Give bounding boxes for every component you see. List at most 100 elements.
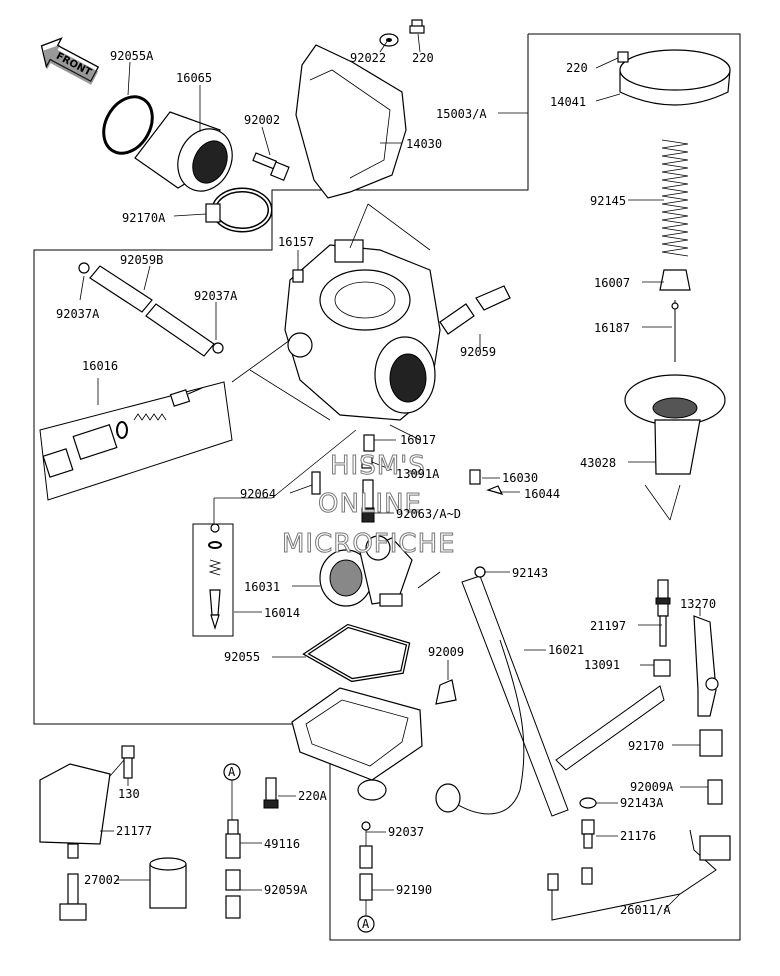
- throttle-valve: [319, 535, 441, 607]
- throttle-cable: [435, 566, 569, 817]
- watermark-line-3: MICROFICHE: [282, 529, 456, 559]
- part-label-14041: 14041: [550, 95, 586, 109]
- part-label-16031: 16031: [244, 580, 280, 594]
- bracket-13270: [693, 615, 719, 717]
- clip-92170: [699, 729, 723, 757]
- tube-92190: [359, 845, 373, 901]
- screw-92009: [435, 679, 457, 705]
- part-label-16044: 16044: [524, 487, 560, 501]
- watermark: HISM'S ONLINE MICROFICHE: [282, 451, 456, 560]
- pipe-right: [439, 285, 511, 335]
- watermark-line-2: ONLINE: [318, 489, 422, 519]
- assembly-border: [33, 33, 741, 941]
- tube-92059A: [225, 869, 241, 919]
- part-label-220-top: 220: [412, 51, 434, 65]
- part-label-92009A: 92009A: [630, 780, 674, 794]
- part-label-13091: 13091: [584, 658, 620, 672]
- part-label-14030: 14030: [406, 137, 442, 151]
- leader-lines: [79, 33, 708, 916]
- front-arrow: FRONT: [40, 37, 100, 85]
- part-label-16017: 16017: [400, 433, 436, 447]
- part-label-16021: 16021: [548, 643, 584, 657]
- part-label-16016: 16016: [82, 359, 118, 373]
- part-label-16007: 16007: [594, 276, 630, 290]
- part-label-92170A: 92170A: [122, 211, 166, 225]
- part-label-92059B: 92059B: [120, 253, 163, 267]
- inset-16014: [192, 523, 234, 637]
- part-label-16065: 16065: [176, 71, 212, 85]
- part-label-92063: 92063/A~D: [396, 507, 461, 521]
- connector-27002: [149, 857, 187, 909]
- intake-holder: [134, 111, 233, 192]
- part-label-92143A: 92143A: [620, 796, 664, 810]
- pipe-left: [78, 262, 224, 357]
- float-bowl: [291, 687, 423, 831]
- wire-harness: [547, 685, 731, 921]
- part-label-92170: 92170: [628, 739, 664, 753]
- part-label-92059A: 92059A: [264, 883, 308, 897]
- bolt-top: [409, 19, 425, 34]
- part-label-27002: 27002: [84, 873, 120, 887]
- bolt-220A: [263, 777, 279, 809]
- watermark-line-1: HISM'S: [330, 451, 426, 481]
- cover: [295, 44, 407, 199]
- jet-16017: [363, 434, 375, 452]
- fitting-49116: [225, 819, 241, 859]
- carburetor-body: [249, 203, 441, 441]
- gasket: [302, 623, 411, 683]
- diaphragm-43028: [624, 374, 726, 475]
- part-label-220-right: 220: [566, 61, 588, 75]
- marker-a-left-text: A: [228, 765, 236, 779]
- part-label-220A: 220A: [298, 789, 328, 803]
- washer: [379, 33, 399, 47]
- part-label-21197: 21197: [590, 619, 626, 633]
- part-label-16030: 16030: [502, 471, 538, 485]
- part-label-21176: 21176: [620, 829, 656, 843]
- top-cap-14041: [617, 49, 731, 106]
- part-label-130: 130: [118, 787, 140, 801]
- screw-small: [292, 269, 304, 283]
- part-label-92055: 92055: [224, 650, 260, 664]
- part-label-92055A: 92055A: [110, 49, 154, 63]
- part-label-13270: 13270: [680, 597, 716, 611]
- needle-92063: [361, 479, 375, 523]
- part-label-15003A: 15003/A: [436, 107, 487, 121]
- marker-a-bottom-text: A: [362, 917, 370, 931]
- marker-a-left: A: [223, 763, 241, 781]
- part-label-21177: 21177: [116, 824, 152, 838]
- part-label-16157: 16157: [278, 235, 314, 249]
- part-label-92037: 92037: [388, 825, 424, 839]
- part-label-16187: 16187: [594, 321, 630, 335]
- module-21177: [39, 763, 111, 859]
- plug-bottom: [59, 873, 87, 921]
- inset-16016: [39, 381, 233, 501]
- clip-16044: [486, 485, 504, 495]
- screw: [252, 152, 290, 182]
- part-label-92190: 92190: [396, 883, 432, 897]
- part-labels: 92055A 16065 92002 92022 220 14030 92170…: [56, 49, 716, 917]
- part-label-16014: 16014: [264, 606, 300, 620]
- part-label-92145: 92145: [590, 194, 626, 208]
- heater-21176: [581, 819, 595, 849]
- part-label-92059: 92059: [460, 345, 496, 359]
- part-label-92037A-mid: 92037A: [194, 289, 238, 303]
- jet-needle-16187: [671, 300, 679, 362]
- part-label-43028: 43028: [580, 456, 616, 470]
- screw-92064: [311, 471, 321, 495]
- screw-130: [121, 745, 135, 779]
- clamp-13091: [653, 659, 671, 677]
- washer-92143A: [579, 797, 597, 809]
- spring-92145: [661, 139, 689, 257]
- screw-92009A: [707, 779, 723, 805]
- part-label-92022: 92022: [350, 51, 386, 65]
- part-label-26011A: 26011/A: [620, 903, 671, 917]
- part-label-92143: 92143: [512, 566, 548, 580]
- part-label-49116: 49116: [264, 837, 300, 851]
- hose-clamp: [205, 187, 273, 233]
- jet-16030: [469, 469, 481, 485]
- sensor-21197: [655, 579, 671, 647]
- marker-a-bottom: A: [357, 915, 375, 933]
- o-ring: [102, 95, 154, 155]
- part-label-92037A-left: 92037A: [56, 307, 100, 321]
